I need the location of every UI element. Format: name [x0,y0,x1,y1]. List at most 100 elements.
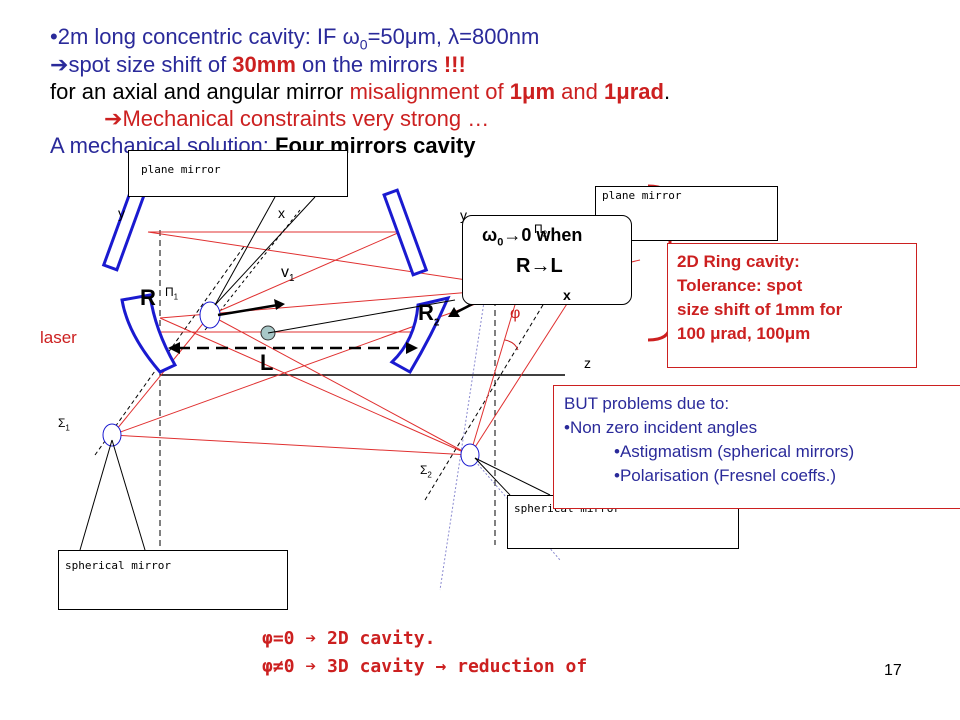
text-segment: L [550,255,563,277]
text-segment: !!! [443,52,466,77]
footer-line-2: φ≠0 ➔ 3D cavity → reduction of [262,656,587,677]
text-segment: on the mirrors [295,52,444,77]
callout-spherical-mirror-left: spherical mirror [58,550,288,610]
label-sigma1: Σ1 [58,416,70,432]
center-ray [267,299,456,334]
text-segment: for an axial and angular mirror [50,79,350,104]
arrowhead [274,299,285,310]
arrowhead [168,342,180,354]
axis-right-diagonal [424,284,556,501]
label-laser: laser [40,328,77,347]
omega-symbol: ω [482,225,498,245]
text-segment: Π [534,222,543,236]
label-phi: φ [510,305,521,322]
text-segment: Σ [58,416,66,430]
subscript: 2 [542,229,548,239]
problem-text: Astigmatism (spherical mirrors) [619,442,855,461]
bullet: • [614,442,620,461]
subscript: 1 [65,423,70,433]
label-y: y [460,207,467,223]
callout-pointer [79,439,113,551]
label-pi2: Π2 [534,222,547,238]
text-segment: . [663,79,671,104]
phi-arc [504,339,519,351]
ring-line: 100 μrad, 100μm [677,324,811,343]
header-line-2: ➔spot size shift of 30mm on the mirrors … [50,52,466,78]
text-segment: and [555,79,604,104]
callout-pointer [474,457,551,496]
bullet: • [564,418,570,437]
arrow-icon: ➔ [305,628,317,649]
arrow-icon: ➔ [305,656,317,677]
text-segment: Π [165,285,174,299]
text-segment: =800nm [459,24,540,49]
header-line-1: •2m long concentric cavity: IF ω0=50μm, … [50,24,539,57]
text-segment: 0 [283,656,306,677]
text-segment: R [516,255,531,277]
lambda-symbol: λ [448,24,460,49]
subscript: 2 [427,470,432,480]
arrow-icon: → [503,225,522,245]
label-pi1: Π1 [165,285,178,301]
text-segment: 2D cavity. [316,628,436,649]
label-R2: R2 [418,300,439,328]
problems-title: BUT problems due to: [564,394,730,413]
omega-callout-box [462,215,632,305]
subscript: 1 [289,273,295,285]
text-segment: 3D cavity [316,656,436,677]
label-v1: v1 [281,264,295,284]
phi-symbol: φ [262,656,273,677]
label-x: x [278,205,285,221]
arrow-icon: ➔ [104,106,123,131]
callout-pointer [214,196,316,306]
ring-line: size shift of 1mm for [677,300,843,319]
text-segment: m, [417,24,449,49]
label-sigma2: Σ2 [420,463,432,479]
callout-label: spherical mirror [65,559,171,572]
text-segment: reduction of [446,656,588,677]
text-segment: Mechanical constraints very strong … [122,106,490,131]
mu-symbol: μ [616,79,630,104]
problem-item: •Non zero incident angles [564,416,854,440]
spot-sigma2 [460,443,480,467]
arrow-icon: ➔ [50,52,69,77]
omega-symbol: ω [342,24,360,49]
header-line-3: for an axial and angular mirror misalign… [50,79,670,105]
page-number: 17 [884,662,902,679]
problems-box: BUT problems due to: •Non zero incident … [553,385,960,509]
callout-label: plane mirror [602,189,682,202]
label-y: y [118,205,125,221]
label-z: z [584,355,591,371]
omega-line-1: ω0→0 when [482,225,582,249]
subscript: 2 [433,317,440,329]
label-R: R [140,285,156,310]
subscript: 0 [497,236,504,249]
callout-plane-mirror-left: plane mirror [128,150,348,197]
spot-sigma1 [102,423,122,447]
ring-cavity-box: 2D Ring cavity: Tolerance: spot size shi… [667,243,917,368]
text-segment: Σ [420,463,428,477]
text-segment: rad [629,79,664,104]
text-segment: 0 when [521,225,583,245]
problem-text: Non zero incident angles [569,418,758,437]
text-segment: =50 [367,24,405,49]
ring-line: Tolerance: spot [677,276,803,295]
text-segment: =0 [272,628,306,649]
text-segment: 30mm [232,52,296,77]
axis-left-diagonal [94,244,246,456]
mu-symbol: μ [522,79,536,104]
mu-symbol: μ [404,24,418,49]
arrow-R [217,303,279,317]
problem-item: •Polarisation (Fresnel coeffs.) [564,464,854,488]
neq-symbol: ≠ [272,656,284,677]
text-segment: spot size shift of [68,52,233,77]
text-segment: 2m long concentric cavity: IF [57,24,343,49]
label-L: L [260,350,274,375]
label-x: x [563,287,571,303]
curved-mirror-left [120,293,178,374]
arrow-icon: → [435,656,447,677]
text-segment: R [418,300,434,325]
callout-pointer [111,439,146,551]
text-segment: 1 [604,79,617,104]
spot-pi1 [199,301,221,329]
